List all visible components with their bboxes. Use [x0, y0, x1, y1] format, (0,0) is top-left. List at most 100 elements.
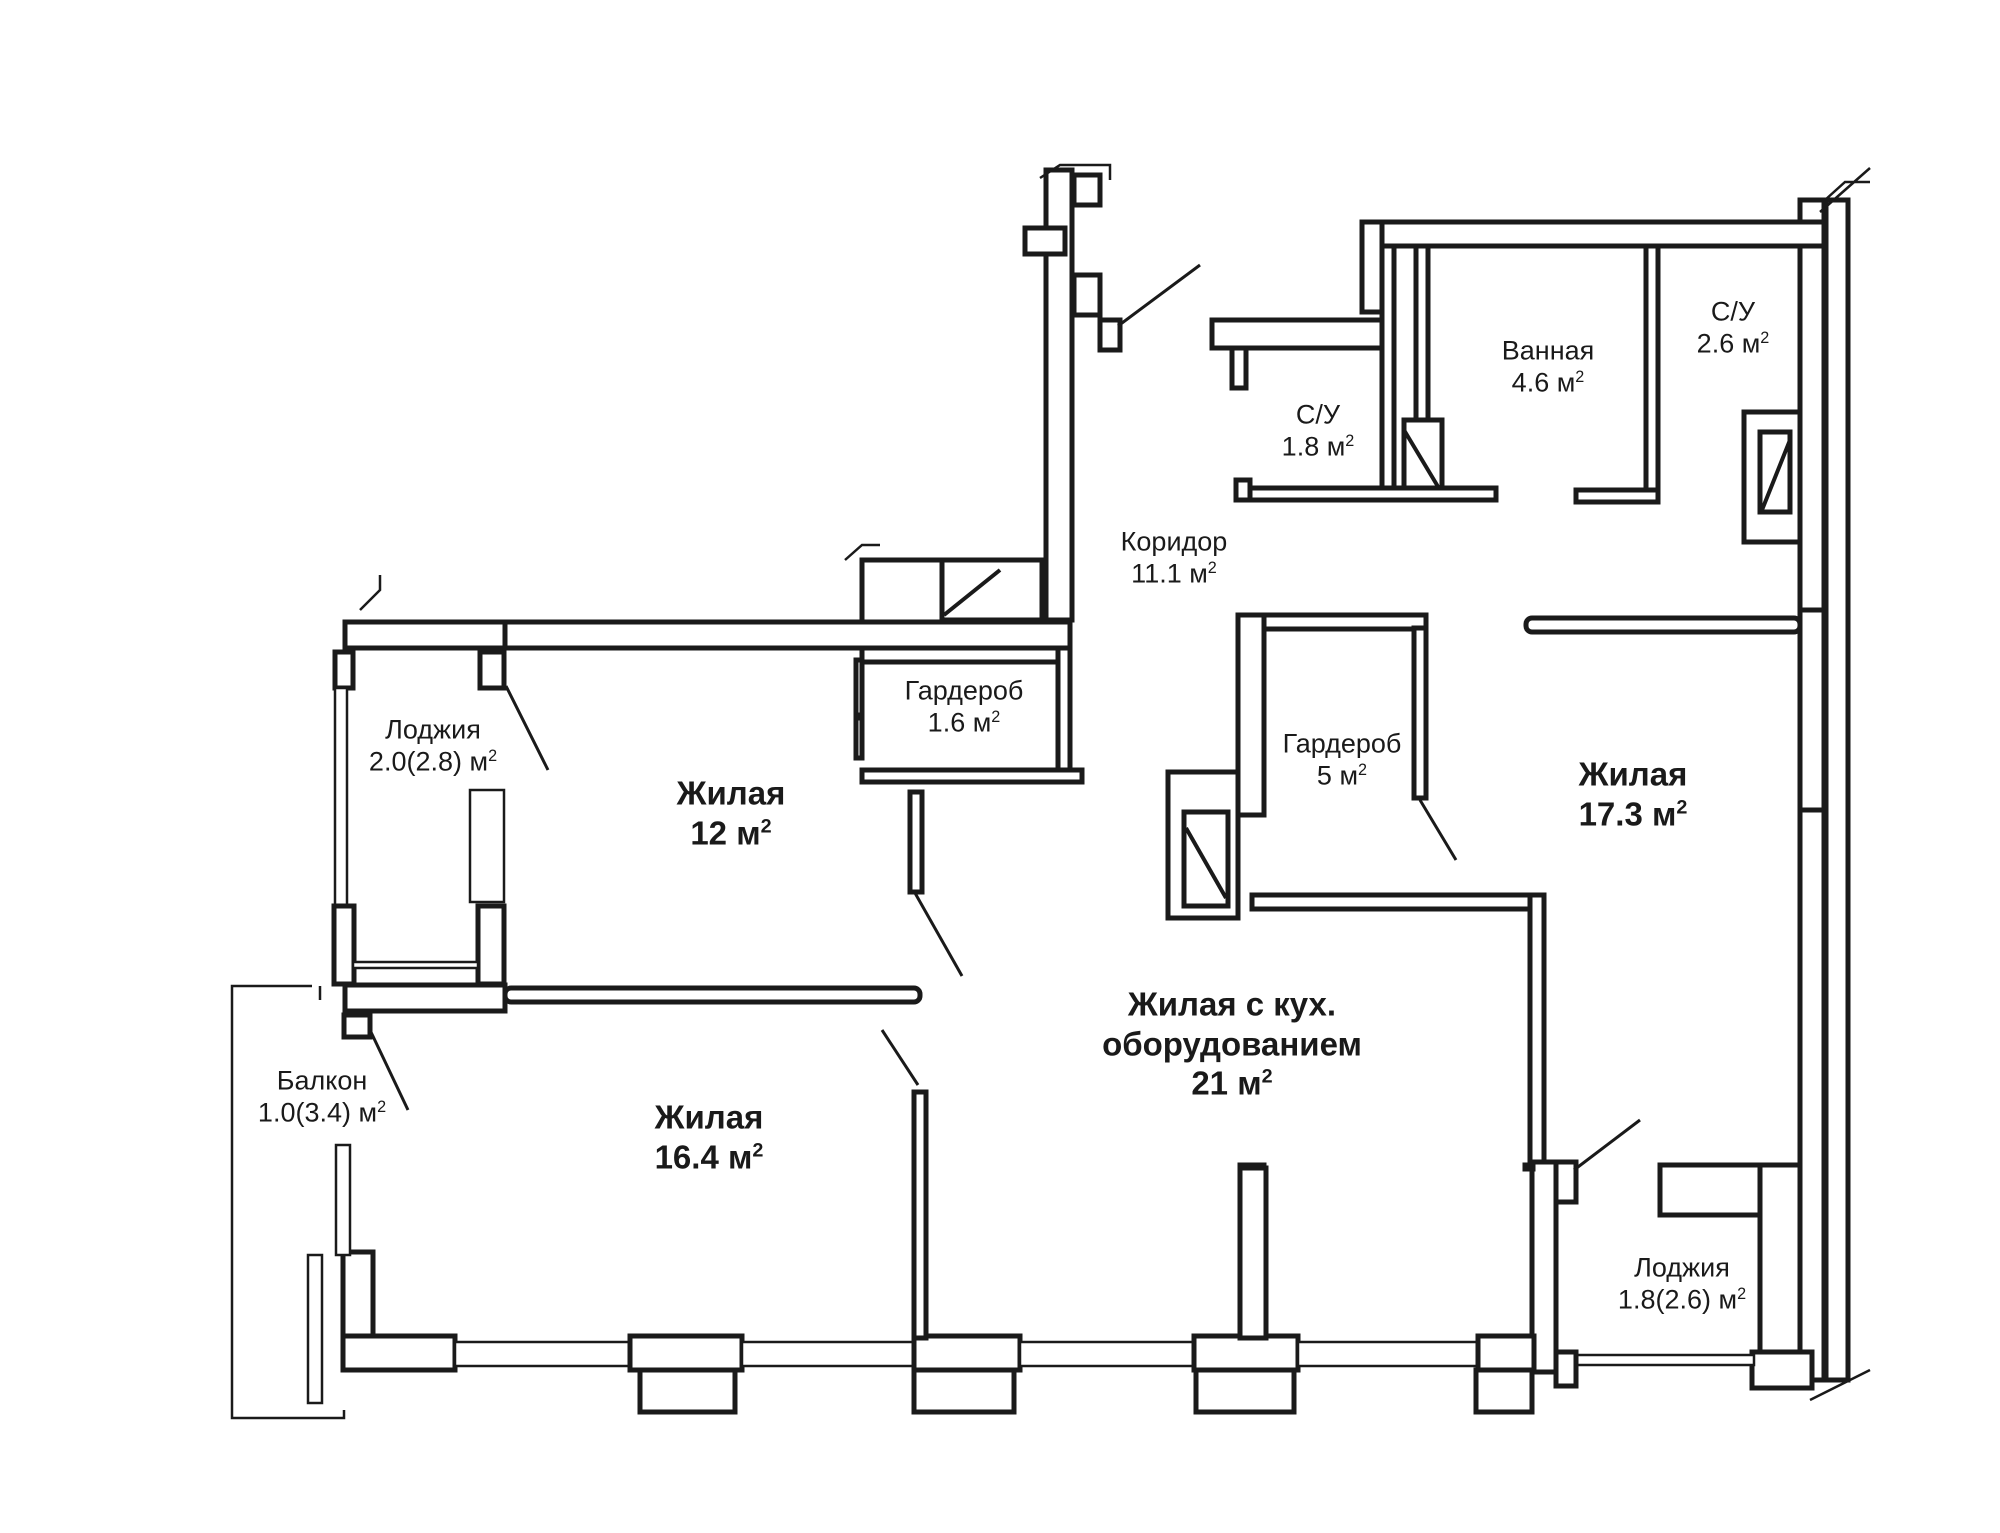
door-swing	[1117, 263, 1201, 328]
room-zhilaya-12: Жилая 12 м2	[677, 773, 786, 852]
window	[453, 1340, 632, 1368]
wall	[1359, 219, 1385, 315]
room-name-line2: оборудованием	[1102, 1025, 1362, 1063]
break-line	[1039, 163, 1112, 180]
room-area: 1.0(3.4) м2	[257, 1098, 387, 1128]
wall	[1797, 607, 1827, 813]
balcony-outline	[230, 984, 346, 1420]
shaft	[939, 557, 1045, 623]
wall	[1209, 317, 1385, 351]
wall	[853, 657, 865, 718]
room-area: 16.4 м2	[654, 1138, 764, 1175]
wall	[1411, 625, 1429, 801]
wall-top-bath	[1359, 219, 1827, 249]
wall	[1233, 477, 1253, 503]
wall	[911, 1089, 929, 1341]
break-line	[1809, 1368, 1871, 1402]
room-name: Гардероб	[1282, 728, 1402, 759]
room-area: 17.3 м2	[1578, 795, 1688, 832]
room-name: Гардероб	[904, 675, 1024, 706]
door-swing	[368, 1029, 410, 1111]
wall	[341, 1012, 373, 1040]
room-koridor: Коридор 11.1 м2	[1121, 526, 1228, 591]
wall	[1097, 317, 1123, 353]
wall	[859, 645, 1071, 665]
window	[334, 1143, 352, 1257]
room-area: 1.6 м2	[927, 708, 1001, 738]
window	[1566, 1353, 1756, 1367]
room-su-small: С/У 1.8 м2	[1282, 399, 1355, 464]
wall	[637, 1367, 738, 1415]
wall	[1749, 1349, 1815, 1391]
wall	[1379, 243, 1397, 499]
wall	[1022, 225, 1068, 257]
wall	[627, 1333, 745, 1373]
wall	[1055, 645, 1073, 781]
room-zhilaya-17-3: Жилая 17.3 м2	[1579, 754, 1688, 833]
shaft-hatch	[1184, 827, 1228, 899]
room-loggia-right: Лоджия 1.8(2.6) м2	[1618, 1252, 1746, 1317]
room-name-line1: Жилая с кух.	[1127, 985, 1337, 1023]
room-area: 1.8 м2	[1281, 432, 1355, 462]
break-line	[1819, 167, 1871, 213]
wall	[1191, 1333, 1301, 1373]
wall	[342, 619, 508, 651]
room-garderob-big: Гардероб 5 м2	[1283, 728, 1402, 793]
room-name: Жилая	[676, 774, 786, 812]
room-vannaya: Ванная 4.6 м2	[1502, 335, 1594, 400]
room-name: С/У	[1295, 399, 1341, 430]
wall	[911, 1333, 1023, 1373]
wall	[477, 649, 507, 691]
window	[1296, 1340, 1480, 1368]
room-area: 2.0(2.8) м2	[368, 747, 498, 777]
wall	[1233, 485, 1499, 503]
door-swing	[1573, 1118, 1641, 1172]
door-swing	[913, 892, 964, 977]
wall	[475, 903, 507, 987]
door-swing	[880, 1029, 920, 1086]
room-area: 11.1 м2	[1131, 559, 1217, 589]
wall	[1527, 892, 1547, 1168]
wall	[853, 715, 865, 761]
door-swing	[504, 685, 550, 771]
wall	[342, 982, 508, 1014]
room-area: 5 м2	[1316, 761, 1368, 791]
room-su-right: С/У 2.6 м2	[1697, 296, 1770, 361]
room-name: Жилая	[1578, 755, 1688, 793]
break-line	[359, 575, 382, 611]
wall	[1553, 1349, 1579, 1389]
wall	[1529, 1159, 1559, 1375]
break-line	[844, 543, 880, 561]
room-area: 12 м2	[690, 814, 772, 851]
wall	[907, 789, 925, 895]
wall	[331, 903, 357, 987]
window	[740, 1340, 916, 1368]
room-name: Лоджия	[385, 714, 481, 745]
wall-middle	[502, 985, 923, 1005]
wall	[1071, 272, 1103, 318]
room-kitchen-living: Жилая с кух. оборудованием 21 м2	[1102, 985, 1362, 1104]
room-balcony: Балкон 1.0(3.4) м2	[258, 1065, 386, 1130]
wall	[1193, 1367, 1297, 1415]
wall	[1553, 1159, 1579, 1205]
wall	[1229, 345, 1249, 391]
shaft-hatch	[1402, 428, 1442, 492]
room-garderob-small: Гардероб 1.6 м2	[905, 675, 1024, 740]
room-name: Коридор	[1120, 526, 1228, 557]
room-loggia-left: Лоджия 2.0(2.8) м2	[369, 714, 497, 779]
room-name: Ванная	[1501, 335, 1595, 366]
window	[306, 1253, 324, 1405]
room-area: 4.6 м2	[1511, 368, 1585, 398]
door-swing	[1418, 799, 1458, 861]
exterior-wall-right-outer	[1823, 197, 1851, 1383]
wall	[1523, 615, 1803, 635]
room-area: 21 м2	[1191, 1064, 1273, 1102]
wall	[1473, 1367, 1535, 1415]
room-zhilaya-16-4: Жилая 16.4 м2	[655, 1097, 764, 1176]
shaft-hatch	[942, 568, 1002, 617]
wall	[1235, 612, 1267, 818]
window	[1018, 1340, 1196, 1368]
wall	[1237, 1165, 1269, 1341]
wall	[1261, 612, 1429, 632]
